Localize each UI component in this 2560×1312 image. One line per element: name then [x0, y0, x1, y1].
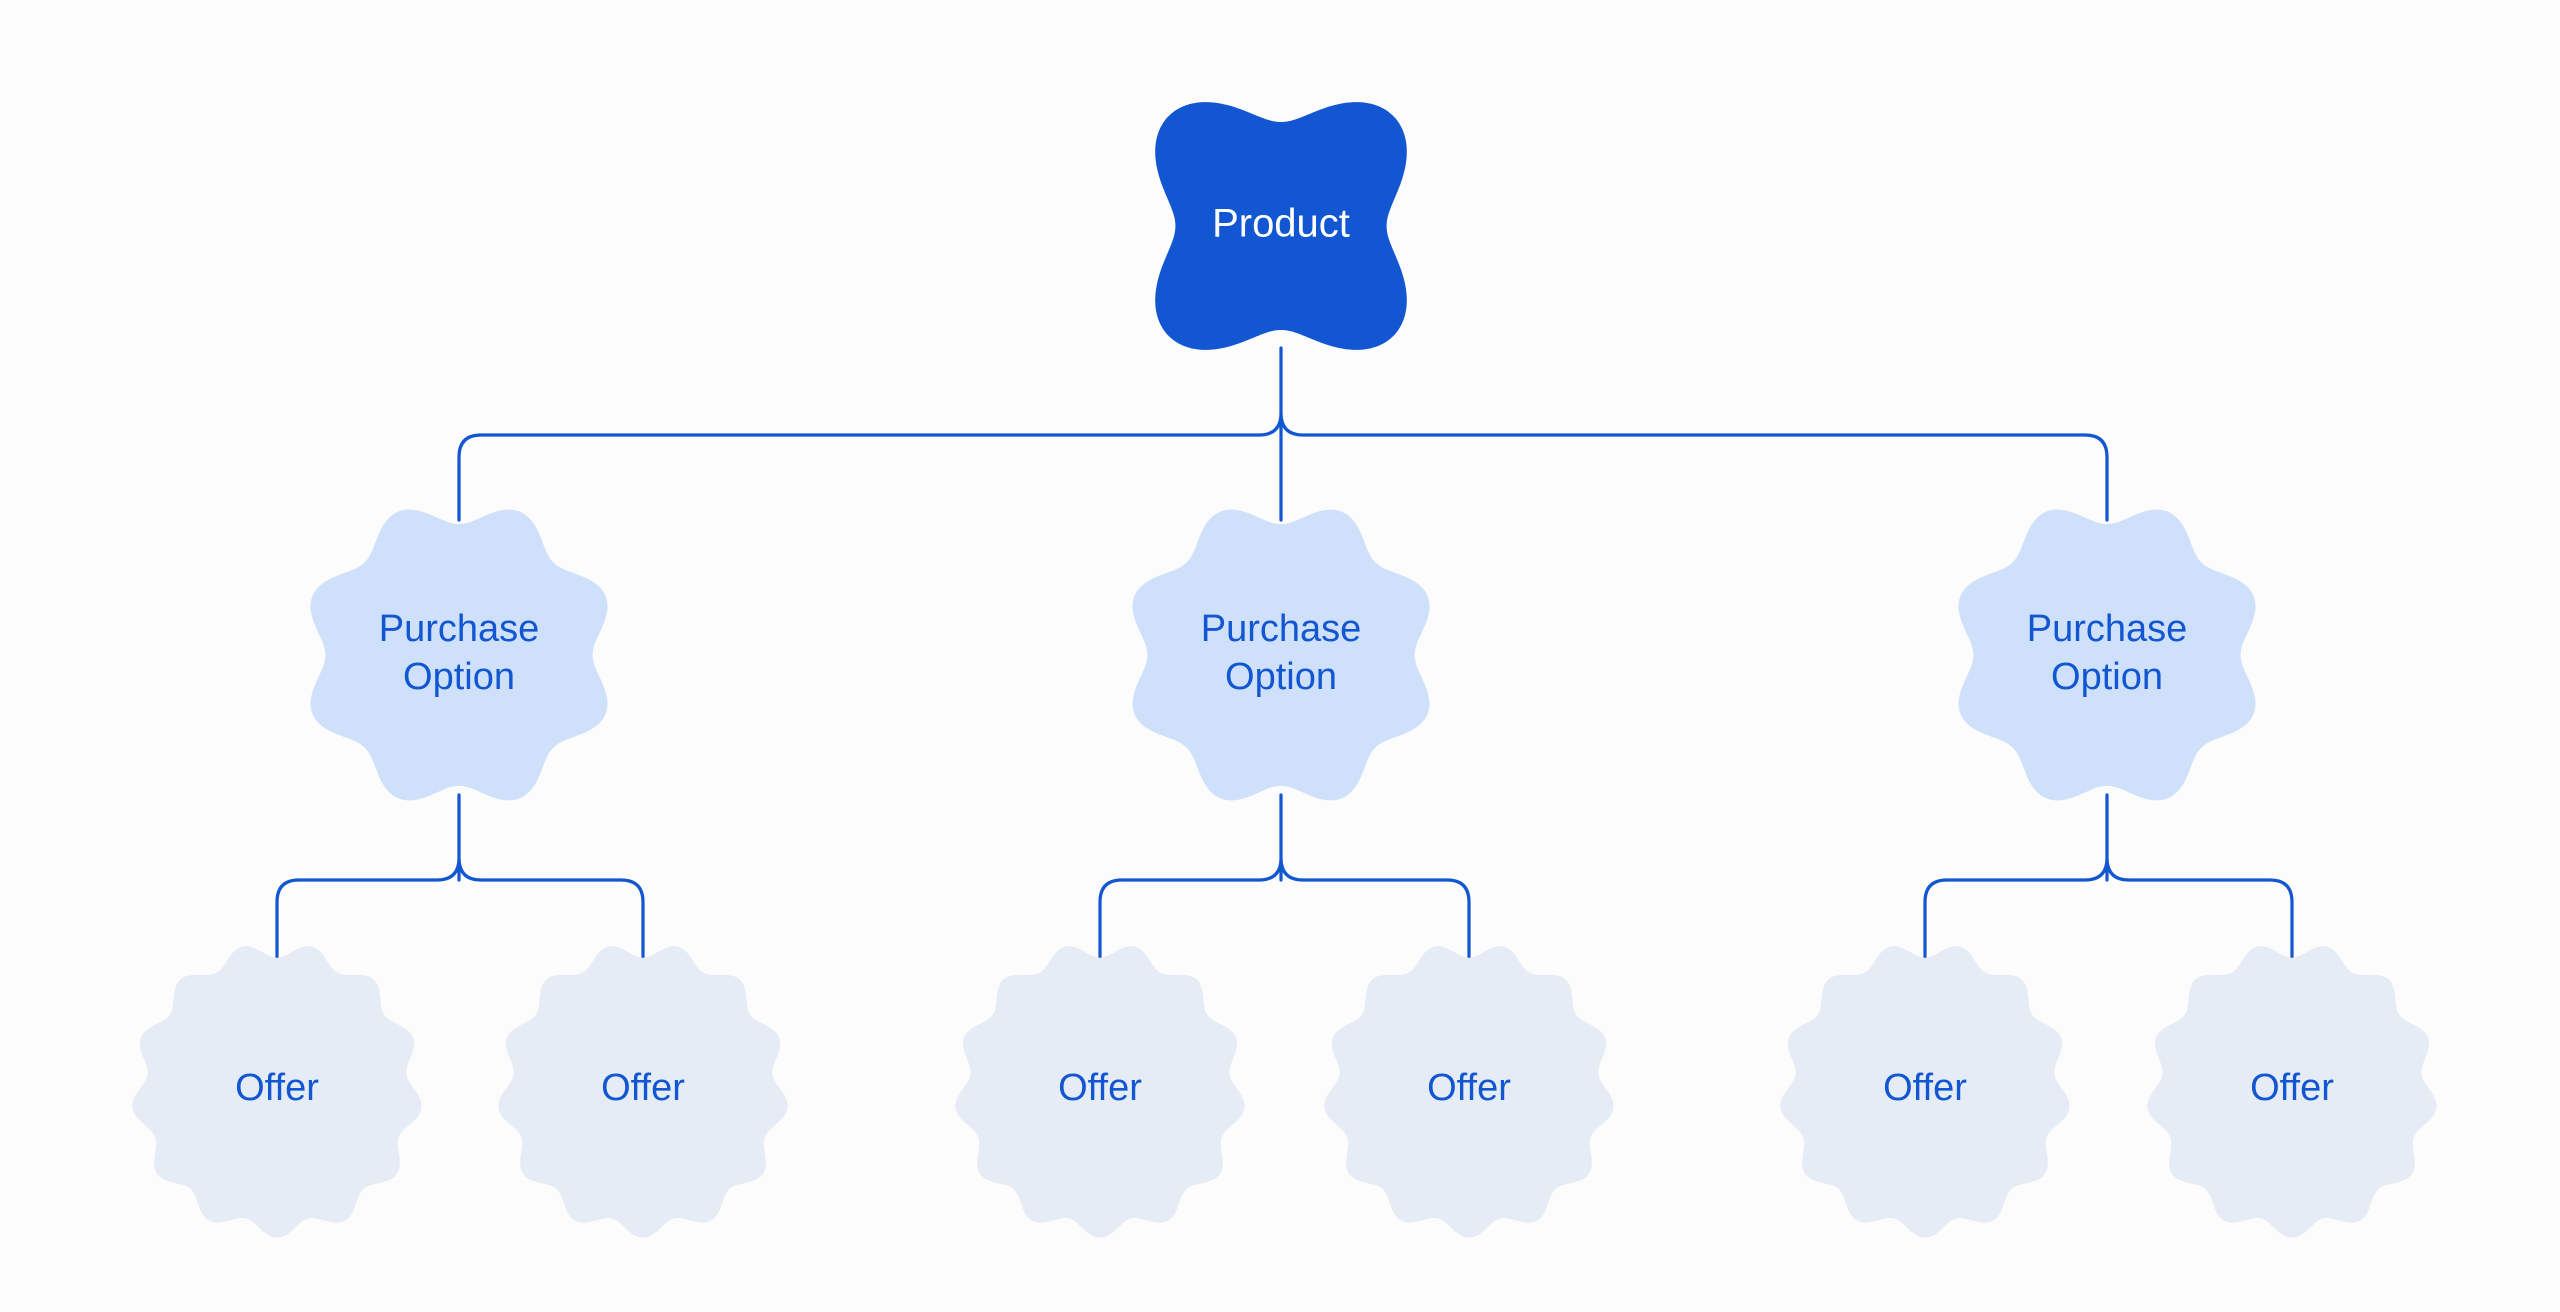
purchase-option-blob-shape [1132, 509, 1430, 801]
offer-blob-shape [955, 946, 1245, 1238]
offer-blob-shape [498, 946, 788, 1238]
offer-blob-shape [132, 946, 422, 1238]
product-blob-shape [1155, 102, 1407, 350]
node-product[interactable]: Product [1155, 102, 1407, 350]
purchase-option-blob-shape [310, 509, 608, 801]
node-offer-1[interactable]: Offer [132, 946, 422, 1238]
node-offer-4[interactable]: Offer [1324, 946, 1614, 1238]
node-offer-3[interactable]: Offer [955, 946, 1245, 1238]
purchase-option-blob-shape [1958, 509, 2256, 801]
node-offer-6[interactable]: Offer [2147, 946, 2437, 1238]
connector-root-to-mid-bus [457, 346, 2109, 522]
connector-mid2-to-offers [1098, 793, 1471, 960]
offer-blob-shape [2147, 946, 2437, 1238]
node-offer-2[interactable]: Offer [498, 946, 788, 1238]
offer-blob-shape [1324, 946, 1614, 1238]
node-offer-5[interactable]: Offer [1780, 946, 2070, 1238]
connector-mid3-to-offers [1923, 793, 2294, 960]
connector-mid1-to-offers [275, 793, 645, 960]
offer-blob-shape [1780, 946, 2070, 1238]
connectors-layer [275, 346, 2294, 960]
